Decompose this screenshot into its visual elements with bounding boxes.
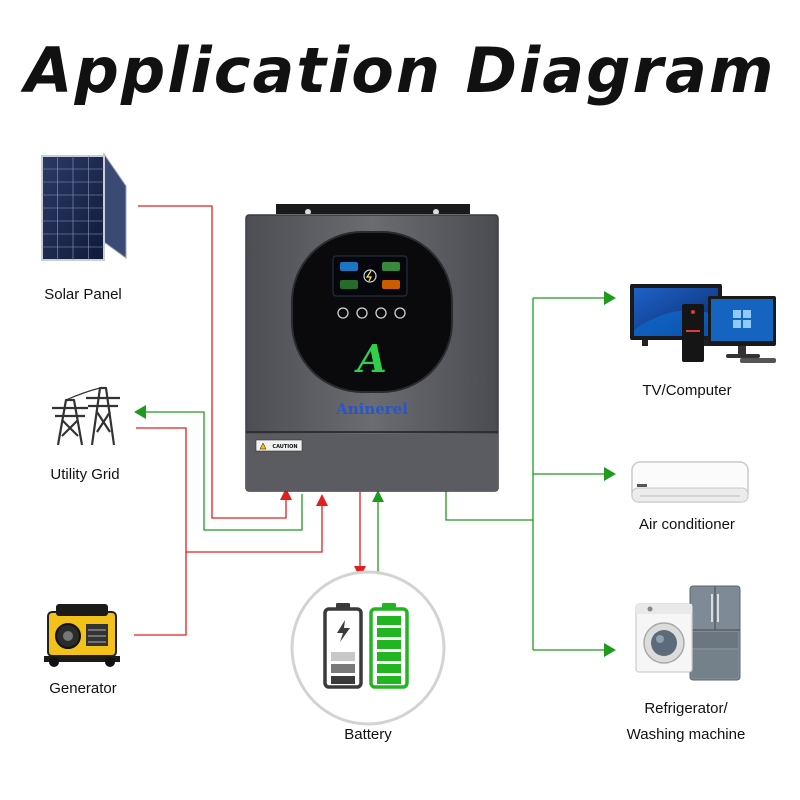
svg-text:A: A [354, 336, 386, 381]
generator-icon [44, 604, 120, 667]
utility-grid-label: Utility Grid [50, 466, 120, 483]
solar-to-inverter-line [138, 205, 287, 519]
generator-to-inverter-line [134, 552, 187, 636]
air-conditioner-icon [631, 461, 749, 503]
caution-label: CAUTION [272, 444, 297, 450]
battery-discharge-arrowhead [372, 490, 384, 502]
ac-arrowhead [604, 467, 616, 481]
tv-computer-icon [630, 284, 776, 363]
tv-computer-label: TV/Computer [642, 382, 732, 399]
diagram-title: Application Diagram [24, 34, 776, 107]
inverter-to-loads-line [445, 490, 533, 521]
refrigerator-label-line1: Refrigerator/ [644, 700, 728, 717]
fridge-arrowhead [604, 643, 616, 657]
refrigerator-washer-icon [635, 585, 741, 681]
solar-panel-label: Solar Panel [44, 286, 122, 303]
generator-label: Generator [49, 680, 117, 697]
refrigerator-label-line2: Washing machine [626, 726, 746, 743]
inverter-to-grid-line [146, 411, 303, 531]
utility-grid-icon [52, 386, 120, 446]
air-conditioner-label: Air conditioner [639, 516, 735, 533]
battery-label: Battery [344, 726, 392, 743]
grid-arrowhead [134, 405, 146, 419]
solar-panel-icon [41, 152, 127, 261]
inverter-unit: A Aninerel CAUTION [245, 204, 499, 492]
solar-arrowhead [280, 488, 292, 500]
brand-label: Aninerel [335, 400, 408, 418]
battery-icon [290, 570, 446, 726]
tv-arrowhead [604, 291, 616, 305]
grid-in-arrowhead [316, 494, 328, 506]
